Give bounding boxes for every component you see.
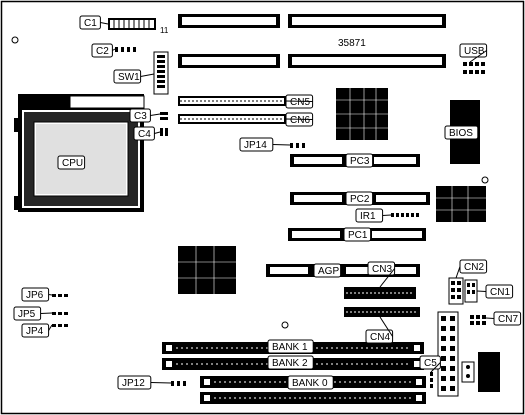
- agp-slot: [266, 264, 420, 277]
- callout-text-amp: AMP: [26, 98, 48, 109]
- callout-amp: AMP: [21, 95, 50, 110]
- callout-text-cn4: CN4: [370, 332, 390, 343]
- c3-jumper: [160, 112, 168, 120]
- callout-jp14: JP14: [239, 137, 291, 152]
- callout-usb: USB: [459, 43, 488, 63]
- callout-c4: C4: [133, 126, 161, 141]
- callout-cn5: CN5: [285, 94, 314, 109]
- callout-sw1: SW1: [113, 69, 155, 84]
- callout-jp4: JP4: [21, 323, 53, 338]
- callout-text-c5: C5: [424, 358, 437, 369]
- cn4-connector: [344, 307, 420, 317]
- callout-text-bank0: BANK 0: [292, 378, 328, 389]
- callout-text-bios: BIOS: [449, 128, 473, 139]
- callout-pc3: PC3: [345, 153, 374, 168]
- mounting-hole: [11, 36, 19, 44]
- jp12-jumper: [171, 381, 186, 386]
- callout-text-pc1: PC1: [348, 230, 368, 241]
- ir1-header: [391, 213, 419, 217]
- callout-text-cn3: CN3: [372, 264, 392, 275]
- jp4-jumper: [52, 324, 68, 327]
- callout-agp: AGP: [313, 263, 342, 278]
- c5-jumper: [430, 372, 433, 388]
- callout-jp6: JP6: [21, 287, 53, 302]
- cn7-header: [470, 315, 486, 325]
- callout-text-c2: C2: [96, 46, 109, 57]
- callout-bank2: BANK 2: [267, 355, 314, 370]
- back-panel-ports: [461, 352, 500, 392]
- callout-text-jp4: JP4: [26, 326, 44, 337]
- callout-text-cn7: CN7: [498, 314, 518, 325]
- mounting-hole: [281, 321, 289, 329]
- callout-text-bank1: BANK 1: [272, 342, 308, 353]
- callout-text-pc3: PC3: [350, 156, 370, 167]
- cpu-socket: [14, 94, 145, 212]
- callout-cn3: CN3: [367, 261, 396, 288]
- callout-cn1: CN1: [476, 284, 514, 299]
- callout-ir1: IR1: [355, 208, 392, 223]
- callout-jp5: JP5: [13, 306, 53, 321]
- callout-cpu: CPU: [57, 155, 86, 170]
- callout-text-ir1: IR1: [360, 211, 376, 222]
- power-connector: [437, 311, 459, 397]
- chipset-south: [436, 186, 486, 222]
- cn3-connector: [344, 287, 416, 299]
- callout-text-agp: AGP: [318, 266, 339, 277]
- usb-header: [463, 62, 485, 74]
- callout-cn4: CN4: [365, 316, 394, 344]
- callout-bank0: BANK 0: [287, 375, 334, 390]
- callout-pc1: PC1: [343, 227, 372, 242]
- callout-text-jp5: JP5: [18, 309, 36, 320]
- callout-text-usb: USB: [464, 46, 485, 57]
- cn2-connector: [448, 277, 464, 305]
- jp14-jumper: [290, 143, 305, 148]
- chipset-north: [336, 88, 388, 140]
- callout-text-cpu: CPU: [62, 158, 83, 169]
- callout-c5: C5: [419, 355, 441, 373]
- callout-text-c1: C1: [84, 18, 97, 29]
- callout-c1: C1: [79, 15, 109, 30]
- callout-text-jp12: JP12: [122, 378, 145, 389]
- sw1-dip-switch: [153, 51, 169, 95]
- callout-text-c4: C4: [138, 129, 151, 140]
- board-id-text: 35871: [338, 38, 366, 49]
- io-chip: [178, 246, 236, 294]
- c2-jumper: [115, 47, 136, 52]
- callout-text-cn6: CN6: [290, 115, 310, 126]
- callout-text-bank2: BANK 2: [272, 358, 308, 369]
- callout-c3: C3: [129, 108, 161, 123]
- callout-c2: C2: [91, 43, 116, 58]
- mounting-hole: [481, 176, 489, 184]
- cn6-connector: [178, 114, 286, 124]
- callout-text-pc2: PC2: [350, 194, 370, 205]
- callout-jp12: JP12: [117, 375, 172, 390]
- callout-cn7: CN7: [485, 311, 522, 326]
- callout-cn6: CN6: [285, 112, 314, 127]
- callout-text-cn1: CN1: [490, 287, 510, 298]
- c1-pin-number: 11: [160, 26, 169, 35]
- callout-text-jp6: JP6: [26, 290, 44, 301]
- jp6-jumper: [52, 294, 68, 297]
- c4-jumper: [160, 128, 168, 136]
- cn5-connector: [178, 96, 286, 106]
- cn1-connector: [464, 279, 478, 303]
- jp5-jumper: [52, 312, 68, 315]
- callout-text-cn5: CN5: [290, 97, 310, 108]
- callout-pc2: PC2: [345, 191, 374, 206]
- callout-text-sw1: SW1: [118, 72, 140, 83]
- top-slots: [178, 14, 446, 68]
- callout-cn2: CN2: [455, 259, 488, 279]
- callout-text-cn2: CN2: [464, 262, 484, 273]
- callout-text-jp14: JP14: [244, 140, 267, 151]
- callout-bios: BIOS: [444, 125, 479, 140]
- c1-connector: [108, 18, 156, 30]
- callout-bank1: BANK 1: [267, 339, 314, 354]
- callout-text-c3: C3: [134, 111, 147, 122]
- extra-bank-slot: [200, 392, 426, 404]
